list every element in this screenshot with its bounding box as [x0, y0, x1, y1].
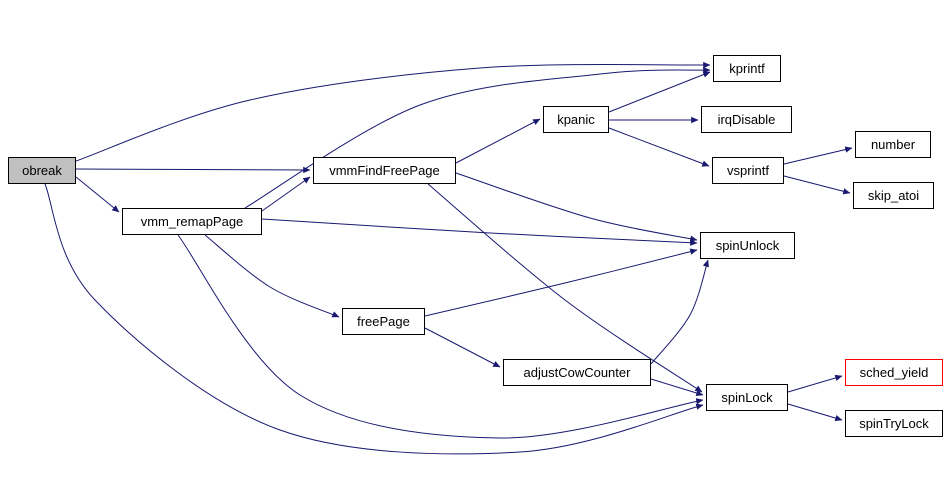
- edge-vmm_remapPage-to-freePage: [204, 234, 340, 318]
- edge-vmmFindFreePage-to-spinUnlock: [455, 172, 698, 242]
- graph-node-vmmFindFreePage[interactable]: vmmFindFreePage: [313, 157, 456, 184]
- graph-node-spinTryLock[interactable]: spinTryLock: [845, 410, 943, 437]
- edge-adjustCowCounter-to-spinLock: [650, 378, 704, 397]
- graph-node-skip_atoi[interactable]: skip_atoi: [853, 182, 934, 209]
- edge-obreak-to-kprintf: [75, 61, 711, 162]
- edge-freePage-to-adjustCowCounter: [424, 327, 501, 368]
- edge-vmm_remapPage-to-vmmFindFreePage: [261, 176, 311, 212]
- graph-node-vmm_remapPage[interactable]: vmm_remapPage: [122, 208, 262, 235]
- graph-node-kpanic[interactable]: kpanic: [543, 106, 609, 133]
- edge-obreak-to-vmm_remapPage: [75, 176, 120, 213]
- graph-node-spinLock[interactable]: spinLock: [706, 384, 788, 411]
- graph-node-freePage[interactable]: freePage: [342, 308, 425, 335]
- graph-node-spinUnlock[interactable]: spinUnlock: [700, 232, 795, 259]
- graph-node-irqDisable[interactable]: irqDisable: [701, 106, 792, 133]
- edge-vmm_remapPage-to-kprintf: [244, 67, 711, 209]
- edge-vmm_remapPage-to-spinUnlock: [261, 218, 698, 246]
- edge-obreak-to-spinLock: [44, 183, 704, 455]
- edge-vmm_remapPage-to-spinLock: [177, 234, 704, 439]
- edge-kpanic-to-kprintf: [608, 71, 711, 113]
- edge-group: [44, 61, 853, 455]
- edge-vsprintf-to-number: [783, 146, 853, 165]
- edge-kpanic-to-vsprintf: [608, 127, 710, 167]
- edge-freePage-to-spinUnlock: [424, 248, 698, 317]
- graph-node-adjustCowCounter[interactable]: adjustCowCounter: [503, 359, 651, 386]
- edge-spinLock-to-spinTryLock: [787, 403, 843, 422]
- edge-vsprintf-to-skip_atoi: [783, 175, 851, 195]
- edge-adjustCowCounter-to-spinUnlock: [650, 259, 709, 365]
- edge-vmmFindFreePage-to-kpanic: [455, 118, 541, 164]
- graph-node-sched_yield[interactable]: sched_yield: [845, 359, 943, 386]
- edge-vmmFindFreePage-to-spinLock: [427, 183, 703, 393]
- edge-obreak-to-vmmFindFreePage: [75, 166, 311, 174]
- graph-node-number[interactable]: number: [855, 131, 931, 158]
- graph-node-obreak[interactable]: obreak: [8, 157, 76, 184]
- graph-node-kprintf[interactable]: kprintf: [713, 55, 781, 82]
- graph-node-vsprintf[interactable]: vsprintf: [712, 157, 784, 184]
- edge-spinLock-to-sched_yield: [787, 374, 843, 393]
